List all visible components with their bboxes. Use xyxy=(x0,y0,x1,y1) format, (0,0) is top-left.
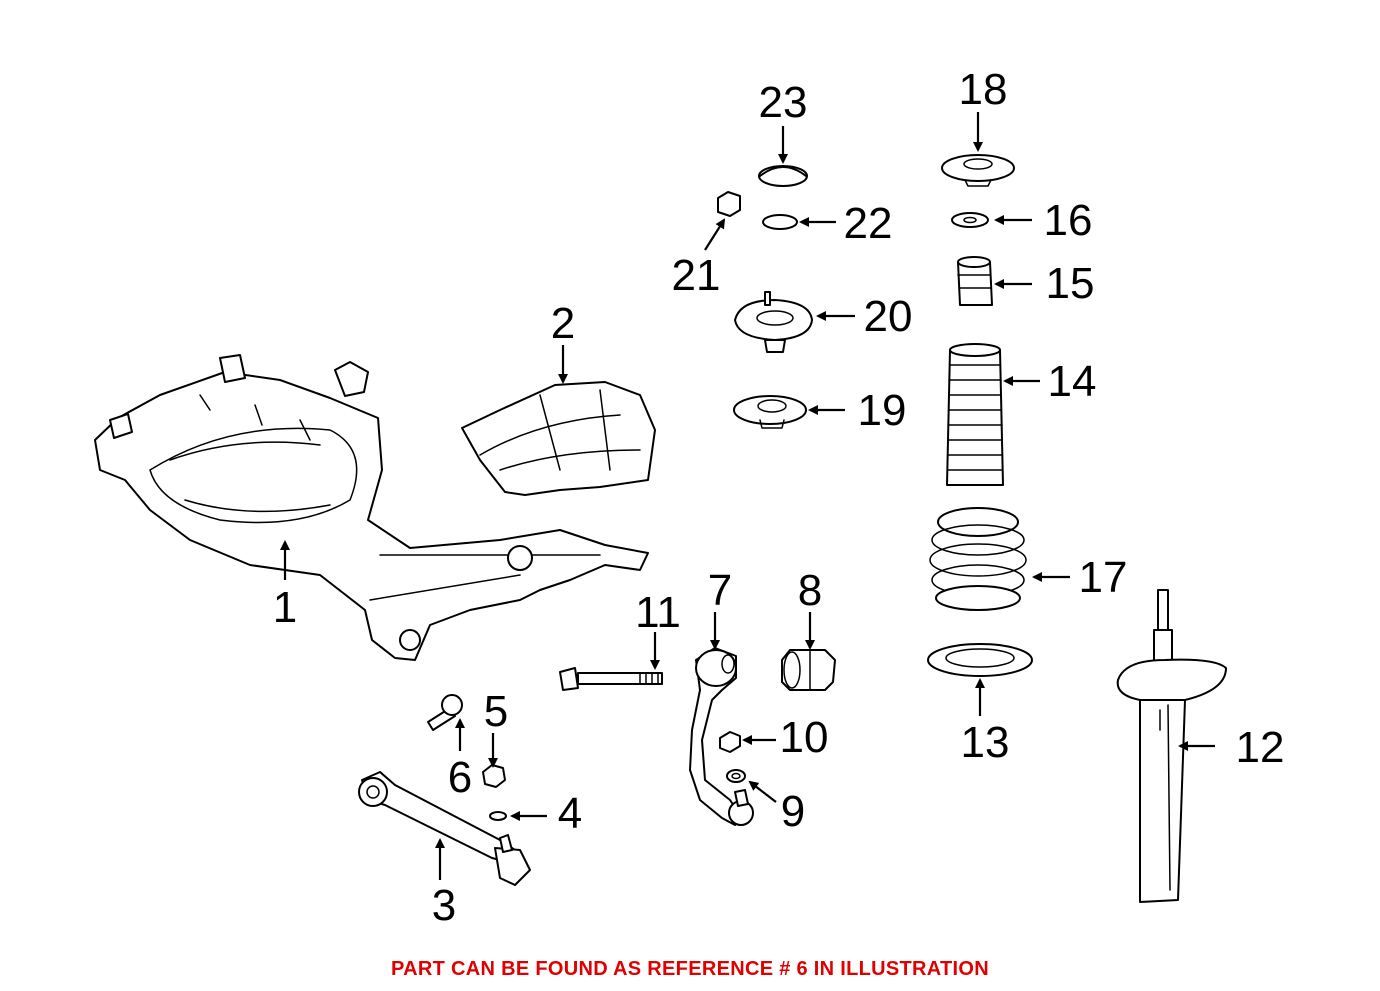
callout-labels: 1 2 3 4 5 6 7 8 9 10 11 12 13 14 15 16 1… xyxy=(273,65,1285,930)
control-arm-part[interactable] xyxy=(358,771,531,886)
callout-21: 21 xyxy=(672,251,721,300)
callout-15: 15 xyxy=(1046,259,1095,308)
callout-16: 16 xyxy=(1044,196,1093,245)
callout-22: 22 xyxy=(844,199,893,248)
callout-7: 7 xyxy=(708,566,732,615)
thrust-arm-part[interactable] xyxy=(689,647,754,826)
washer-part-16[interactable] xyxy=(951,212,989,228)
callout-6: 6 xyxy=(448,753,472,802)
nut-part-21[interactable] xyxy=(717,191,741,217)
coil-spring-part[interactable] xyxy=(929,507,1027,611)
washer-part-22[interactable] xyxy=(762,214,798,230)
bolt-part[interactable] xyxy=(427,694,463,731)
callout-11: 11 xyxy=(635,588,681,637)
callout-13: 13 xyxy=(961,718,1010,767)
callout-23: 23 xyxy=(759,78,808,127)
leader-lines xyxy=(280,112,1215,880)
strut-mount-part[interactable] xyxy=(734,291,813,353)
strut-part[interactable] xyxy=(1116,589,1227,903)
callout-4: 4 xyxy=(558,789,582,838)
reference-note: PART CAN BE FOUND AS REFERENCE # 6 IN IL… xyxy=(391,958,989,980)
callout-19: 19 xyxy=(858,386,907,435)
lower-mount-part[interactable] xyxy=(733,395,807,429)
bushing-part[interactable] xyxy=(781,649,836,691)
washer-part[interactable] xyxy=(489,811,507,821)
washer-part-9[interactable] xyxy=(726,769,746,783)
dust-boot-part[interactable] xyxy=(946,343,1004,486)
nut-part-10[interactable] xyxy=(719,731,741,753)
bump-stop-part[interactable] xyxy=(957,256,993,306)
callout-17: 17 xyxy=(1079,553,1128,602)
callout-3: 3 xyxy=(432,881,456,930)
cap-part[interactable] xyxy=(758,165,808,187)
callout-1: 1 xyxy=(273,583,297,632)
spring-seat-part[interactable] xyxy=(927,643,1033,677)
leader-21 xyxy=(704,218,726,251)
subframe-part[interactable] xyxy=(94,354,649,661)
callout-5: 5 xyxy=(484,687,508,736)
long-bolt-part[interactable] xyxy=(559,667,663,691)
callout-8: 8 xyxy=(798,566,822,615)
nut-part[interactable] xyxy=(482,764,506,788)
upper-spring-seat-part[interactable] xyxy=(941,154,1015,187)
leader-9 xyxy=(748,780,777,803)
callout-12: 12 xyxy=(1236,723,1285,772)
callout-10: 10 xyxy=(780,713,829,762)
shield-part[interactable] xyxy=(461,381,656,496)
callout-18: 18 xyxy=(959,65,1008,114)
callout-2: 2 xyxy=(551,299,575,348)
callout-20: 20 xyxy=(864,292,913,341)
callout-14: 14 xyxy=(1048,357,1097,406)
callout-9: 9 xyxy=(781,787,805,836)
